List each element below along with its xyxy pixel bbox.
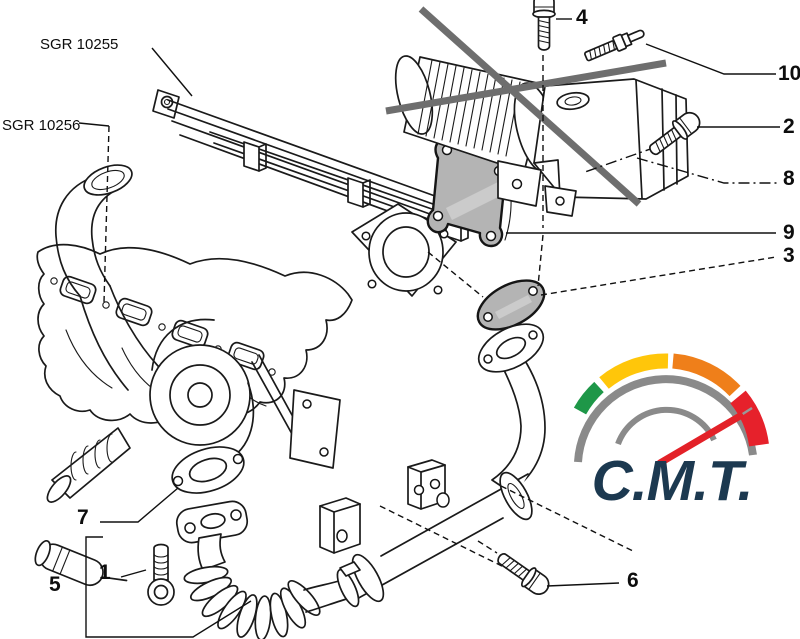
egr-valve-cooler-assembly (385, 6, 689, 217)
leader-10 (645, 43, 776, 75)
gauge-inner-gray-arc (615, 406, 717, 446)
callout-9: 9 (783, 221, 795, 244)
egr-pipe-assembly (175, 358, 546, 639)
turbocharger (34, 164, 255, 587)
gauge-needle (656, 412, 744, 467)
leader-lines (78, 18, 780, 638)
crossout-line-2 (385, 59, 667, 115)
pipe-bracket-1 (319, 497, 361, 554)
turbo-outlet-cone (46, 427, 131, 503)
gauge-green-segment (573, 381, 604, 415)
callout-1: 1 (99, 561, 111, 584)
labels: SGR 10255 SGR 10256 4 10 2 8 9 3 7 5 1 6 (2, 6, 800, 596)
pipe-bracket-2 (407, 459, 450, 510)
callout-7: 7 (77, 506, 89, 529)
leader-5-bracket (85, 536, 252, 638)
egr-gasket-9 (426, 137, 513, 248)
bolt-4 (532, 0, 556, 51)
callout-2: 2 (783, 115, 795, 138)
pipe-downtube (491, 358, 546, 493)
gauge-orange-segment (672, 353, 741, 397)
sgr-label-top: SGR 10255 (40, 36, 118, 53)
leader-sgr-10255 (151, 47, 193, 97)
leader-6 (546, 582, 620, 587)
callout-8: 8 (783, 167, 795, 190)
crossout-line-1 (418, 6, 642, 207)
pipe-upper-flange (175, 500, 249, 571)
wastegate-actuator (34, 539, 128, 587)
turbo-compressor-housing (149, 318, 255, 463)
pipe-flange-gasket-7 (171, 446, 245, 494)
callout-3: 3 (783, 244, 795, 267)
blanking-plate-3 (476, 279, 546, 331)
callout-10: 10 (778, 62, 800, 85)
bolt-1 (147, 543, 175, 606)
flex-pipe-section (183, 565, 321, 639)
construction-lines (379, 55, 657, 572)
leader-8 (636, 157, 780, 184)
bolt-6 (492, 546, 554, 600)
gauge-yellow-segment (599, 353, 669, 389)
exhaust-manifold (36, 243, 353, 469)
leader-3 (540, 256, 777, 296)
sgr-label-bottom: SGR 10256 (2, 117, 80, 134)
callout-5: 5 (49, 573, 61, 596)
logo-text: C.M.T. (592, 449, 753, 513)
callout-6: 6 (627, 569, 639, 592)
exhaust-ports (50, 275, 276, 376)
callout-4: 4 (576, 6, 588, 29)
stud-10 (582, 24, 648, 65)
cmt-logo: C.M.T. (573, 353, 769, 513)
leader-7 (100, 487, 179, 523)
gauge-red-segment (730, 390, 769, 447)
leader-1 (120, 569, 147, 578)
pipe-top-flange-gasket (477, 323, 545, 373)
leader-sgr-10256 (78, 122, 110, 127)
